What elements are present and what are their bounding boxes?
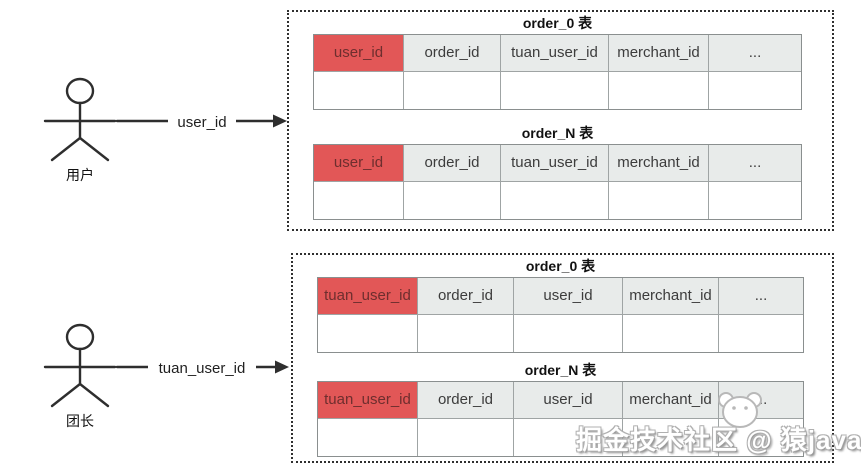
- person-icon: [43, 77, 117, 162]
- column-header: merchant_id: [623, 382, 719, 419]
- column-header: order_id: [404, 35, 501, 72]
- actor-leader: tuan_user_id 团长: [43, 323, 289, 429]
- table-title: order_0 表: [525, 258, 596, 274]
- empty-cell: [709, 182, 801, 219]
- column-header-highlighted: user_id: [314, 145, 404, 182]
- empty-cell: [609, 72, 709, 109]
- column-header-highlighted: tuan_user_id: [318, 278, 418, 315]
- column-header: order_id: [418, 278, 514, 315]
- order-table-block: order_0 表 tuan_user_id order_id user_id …: [317, 257, 804, 353]
- empty-cell: [514, 315, 623, 352]
- order-table: user_id order_id tuan_user_id merchant_i…: [313, 34, 802, 110]
- order-table-block: order_N 表 user_id order_id tuan_user_id …: [313, 124, 802, 220]
- column-header: order_id: [404, 145, 501, 182]
- empty-row: [318, 419, 803, 456]
- tuan-user-id-arrow: tuan_user_id: [115, 357, 289, 377]
- empty-cell: [418, 419, 514, 456]
- empty-cell: [418, 315, 514, 352]
- watermark-text: 掘金技术社区 @ 猿java: [576, 425, 861, 455]
- order-table-block: order_0 表 user_id order_id tuan_user_id …: [313, 14, 802, 110]
- empty-cell: [514, 419, 623, 456]
- empty-cell: [623, 315, 719, 352]
- column-header: merchant_id: [609, 35, 709, 72]
- empty-cell: [609, 182, 709, 219]
- table-title: order_0 表: [522, 15, 593, 31]
- empty-cell: [501, 72, 609, 109]
- empty-cell: [318, 419, 418, 456]
- empty-cell: [314, 72, 404, 109]
- arrow-label: tuan_user_id: [159, 360, 246, 377]
- empty-cell: [501, 182, 609, 219]
- column-header: tuan_user_id: [501, 35, 609, 72]
- table-header-row: tuan_user_id order_id user_id merchant_i…: [318, 278, 803, 315]
- column-header: ...: [709, 35, 801, 72]
- actor-label: 用户: [66, 167, 94, 183]
- empty-row: [314, 72, 801, 109]
- table-title: order_N 表: [524, 362, 597, 378]
- column-header: tuan_user_id: [501, 145, 609, 182]
- empty-cell: [719, 315, 803, 352]
- empty-row: [318, 315, 803, 352]
- order-table: user_id order_id tuan_user_id merchant_i…: [313, 144, 802, 220]
- table-header-row: user_id order_id tuan_user_id merchant_i…: [314, 145, 801, 182]
- monkey-icon: [718, 392, 762, 428]
- column-header: ...: [719, 278, 803, 315]
- user-shard-group: order_0 表 user_id order_id tuan_user_id …: [287, 10, 834, 231]
- column-header: user_id: [514, 278, 623, 315]
- column-header-highlighted: tuan_user_id: [318, 382, 418, 419]
- arrow-label: user_id: [177, 114, 226, 131]
- empty-cell: [404, 182, 501, 219]
- order-table: tuan_user_id order_id user_id merchant_i…: [317, 277, 804, 353]
- column-header: order_id: [418, 382, 514, 419]
- actor-user: user_id 用户: [43, 77, 287, 183]
- table-header-row: tuan_user_id order_id user_id merchant_i…: [318, 382, 803, 419]
- empty-cell: [318, 315, 418, 352]
- table-header-row: user_id order_id tuan_user_id merchant_i…: [314, 35, 801, 72]
- user-id-arrow: user_id: [115, 111, 287, 131]
- empty-row: [314, 182, 801, 219]
- table-title: order_N 表: [521, 125, 594, 141]
- column-header: user_id: [514, 382, 623, 419]
- empty-cell: [404, 72, 501, 109]
- column-header-highlighted: user_id: [314, 35, 404, 72]
- column-header: merchant_id: [609, 145, 709, 182]
- empty-cell: [623, 419, 719, 456]
- leader-shard-group: order_0 表 tuan_user_id order_id user_id …: [291, 253, 834, 463]
- empty-cell: [709, 72, 801, 109]
- column-header: merchant_id: [623, 278, 719, 315]
- column-header: ...: [709, 145, 801, 182]
- actor-label: 团长: [66, 413, 94, 429]
- empty-cell: [314, 182, 404, 219]
- person-icon: [43, 323, 117, 408]
